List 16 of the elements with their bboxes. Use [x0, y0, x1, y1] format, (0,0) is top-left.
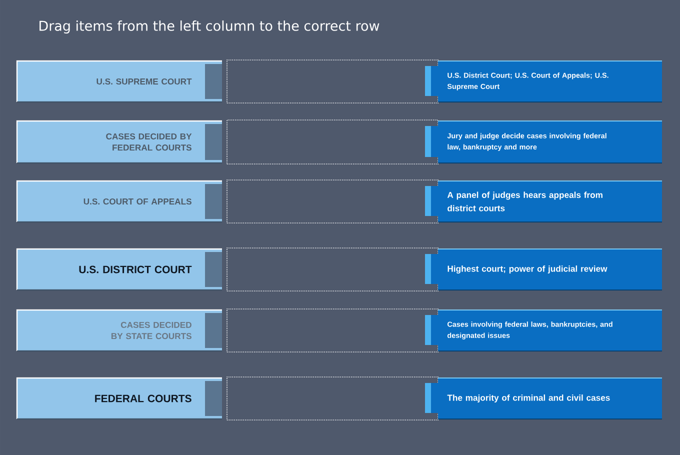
- answer-card: A panel of judges hears appeals from district courts: [425, 180, 662, 222]
- drop-zone: [226, 308, 438, 352]
- item-card: FEDERAL COURTS: [16, 377, 222, 420]
- drop-zone: [226, 180, 438, 224]
- drop-zone: [226, 120, 438, 164]
- item-card: U.S. DISTRICT COURT: [16, 248, 222, 291]
- item-card: CASES DECIDED BY FEDERAL COURTS: [16, 120, 222, 164]
- item-card: U.S. COURT OF APPEALS: [16, 180, 222, 223]
- item-card: CASES DECIDED BY STATE COURTS: [16, 309, 222, 352]
- drop-zone: [226, 376, 438, 420]
- answer-card: Highest court; power of judicial review: [425, 248, 662, 290]
- drop-zone: [226, 248, 438, 292]
- answer-card: The majority of criminal and civil cases: [425, 377, 662, 420]
- title: Drag items from the left column to the correct row: [40, 20, 380, 34]
- item-card: U.S. SUPREME COURT: [16, 60, 222, 103]
- drop-zone: [226, 60, 438, 104]
